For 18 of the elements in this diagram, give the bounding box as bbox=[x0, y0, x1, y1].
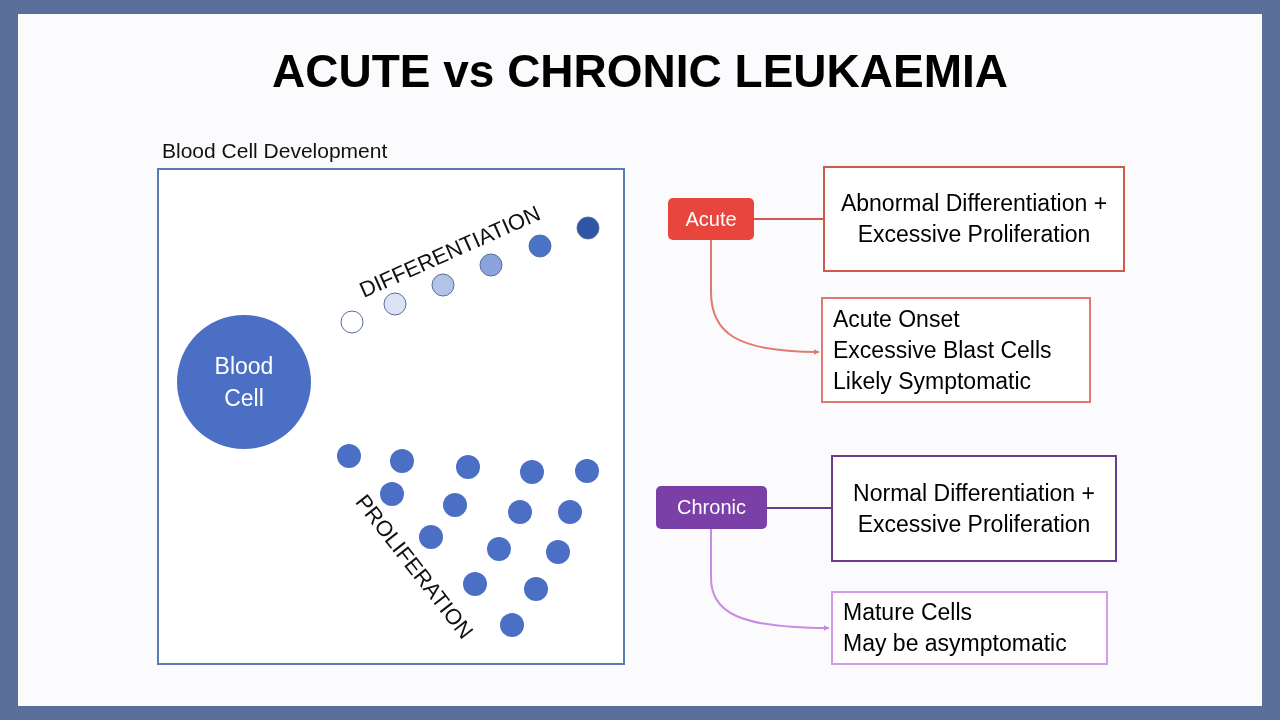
title: ACUTE vs CHRONIC LEUKAEMIA bbox=[270, 44, 1009, 98]
node-text: Acute Onset bbox=[833, 304, 961, 334]
feature-box: Normal Differentiation + Excessive Proliferation bbox=[831, 455, 1117, 562]
node-text: Excessive Blast Cells bbox=[833, 335, 1053, 365]
category-box: Chronic bbox=[656, 486, 767, 529]
connector-line bbox=[753, 218, 824, 220]
feature-box bbox=[831, 591, 1108, 665]
feature-box bbox=[821, 297, 1091, 403]
node-text: Likely Symptomatic bbox=[833, 366, 1033, 396]
connector-line bbox=[766, 507, 832, 509]
node-text: May be asymptomatic bbox=[843, 629, 1068, 658]
arrow bbox=[710, 528, 830, 631]
category-box: Acute bbox=[668, 198, 754, 240]
arrow bbox=[710, 239, 820, 355]
node-text: Mature Cells bbox=[843, 598, 974, 627]
cell-circle: Blood Cell bbox=[177, 315, 311, 449]
panel-heading: Blood Cell Development bbox=[162, 139, 388, 163]
feature-box: Abnormal Differentiation + Excessive Proliferation bbox=[823, 166, 1125, 272]
